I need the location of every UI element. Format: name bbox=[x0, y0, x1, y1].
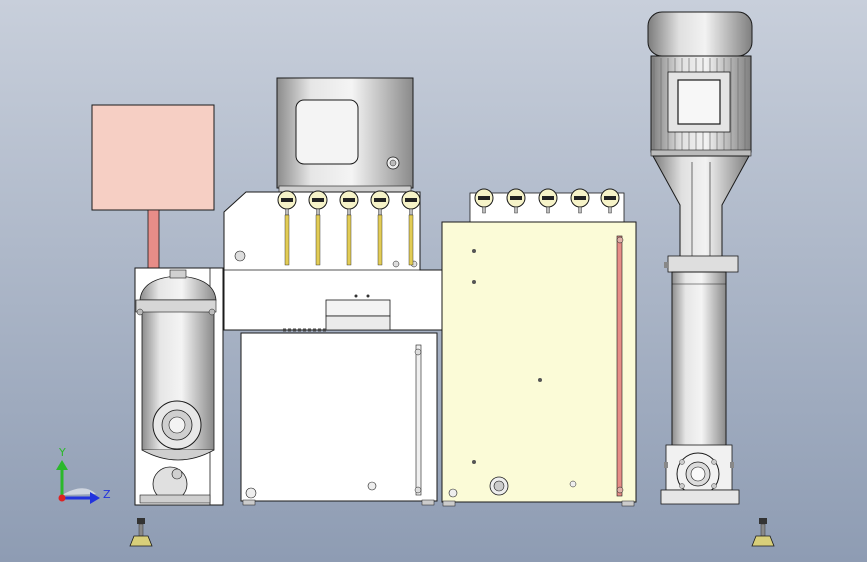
motor-nameplate bbox=[677, 79, 721, 125]
flow-rod bbox=[346, 214, 352, 266]
x-axis-dot bbox=[58, 494, 66, 502]
z-axis-label: Z bbox=[103, 488, 111, 501]
flow-rod bbox=[284, 214, 290, 266]
leveling-foot-left bbox=[129, 518, 153, 547]
flow-rod bbox=[377, 214, 383, 266]
flow-rod bbox=[315, 214, 321, 266]
level-tube-right bbox=[616, 235, 623, 497]
pressure-gauge bbox=[308, 190, 328, 266]
control-cabinet bbox=[276, 77, 414, 193]
pressure-vessel bbox=[134, 267, 224, 506]
leveling-foot-right bbox=[751, 518, 775, 547]
vertical-pump bbox=[647, 11, 753, 505]
base-tank-right bbox=[441, 221, 637, 507]
coordinate-triad: Y Z bbox=[56, 446, 111, 504]
pressure-gauge bbox=[474, 188, 494, 214]
y-axis-label: Y bbox=[58, 446, 66, 459]
pressure-gauge bbox=[600, 188, 620, 214]
flow-rod bbox=[408, 214, 414, 266]
pressure-gauge bbox=[401, 190, 421, 266]
manifold-frame bbox=[223, 191, 443, 332]
level-tube-left bbox=[415, 344, 422, 496]
pressure-gauge bbox=[339, 190, 359, 266]
pressure-gauge bbox=[570, 188, 590, 214]
pressure-gauge bbox=[506, 188, 526, 214]
pressure-gauge bbox=[370, 190, 390, 266]
sign-box bbox=[91, 104, 215, 269]
pink-pipe bbox=[147, 209, 160, 269]
pump-casing bbox=[671, 271, 727, 468]
gauge-panel-left bbox=[277, 190, 421, 266]
gauge-panel-right bbox=[469, 188, 625, 224]
cabinet-window bbox=[295, 99, 359, 165]
pressure-gauge bbox=[277, 190, 297, 266]
base-tank-left bbox=[240, 332, 438, 506]
pressure-gauge bbox=[538, 188, 558, 214]
